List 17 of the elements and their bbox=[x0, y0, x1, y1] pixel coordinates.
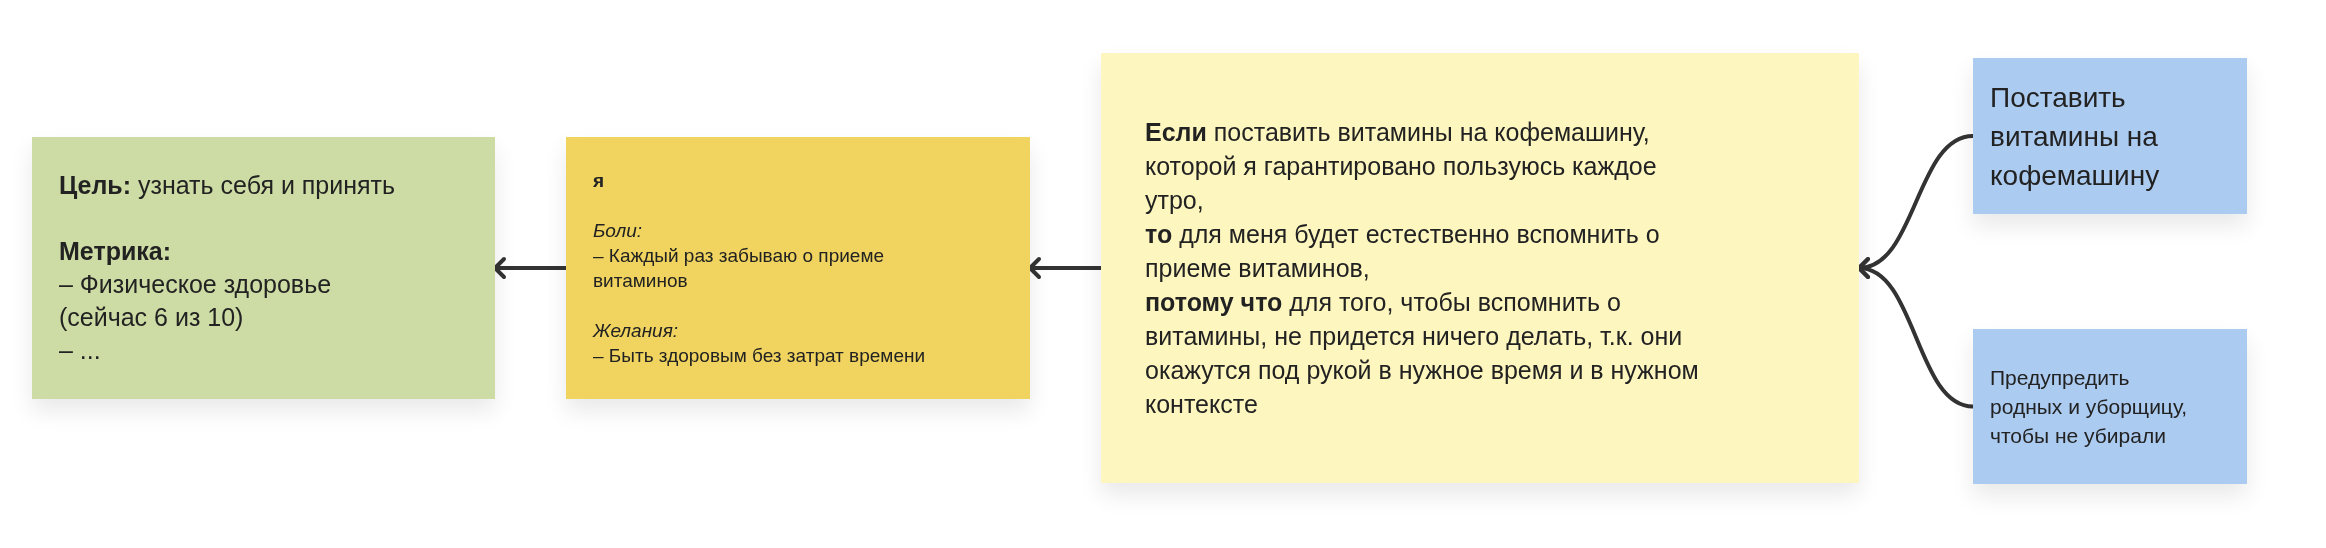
section-label: Боли: bbox=[593, 219, 644, 243]
sticky-note bbox=[566, 137, 1030, 399]
note-text: – Каждый раз забываю о приеме витаминов bbox=[593, 244, 886, 293]
note-text: Предупредить родных и уборщицу, чтобы не убирали bbox=[1990, 365, 2189, 449]
sticky-note bbox=[32, 137, 495, 399]
note-text: – ... bbox=[59, 335, 102, 366]
sticky-note bbox=[1973, 329, 2247, 484]
sticky-note bbox=[1973, 58, 2247, 214]
note-text: Цель: узнать себя и принять bbox=[59, 170, 397, 201]
note-text: Поставить витамины на кофемашину bbox=[1990, 80, 2161, 193]
sticky-note bbox=[1101, 53, 1859, 483]
note-heading: я bbox=[593, 169, 606, 193]
note-text: – Физическое здоровье (сейчас 6 из 10) bbox=[59, 269, 333, 333]
note-text: потому что для того, чтобы вспомнить о витамины, не придется ничего делать, т.к. они окажутся под рукой в нужное время и в нужном контексте bbox=[1145, 287, 1700, 420]
section-label: Желания: bbox=[593, 319, 680, 343]
note-text: – Быть здоровым без затрат времени bbox=[593, 344, 927, 368]
note-heading: Метрика: bbox=[59, 236, 173, 267]
